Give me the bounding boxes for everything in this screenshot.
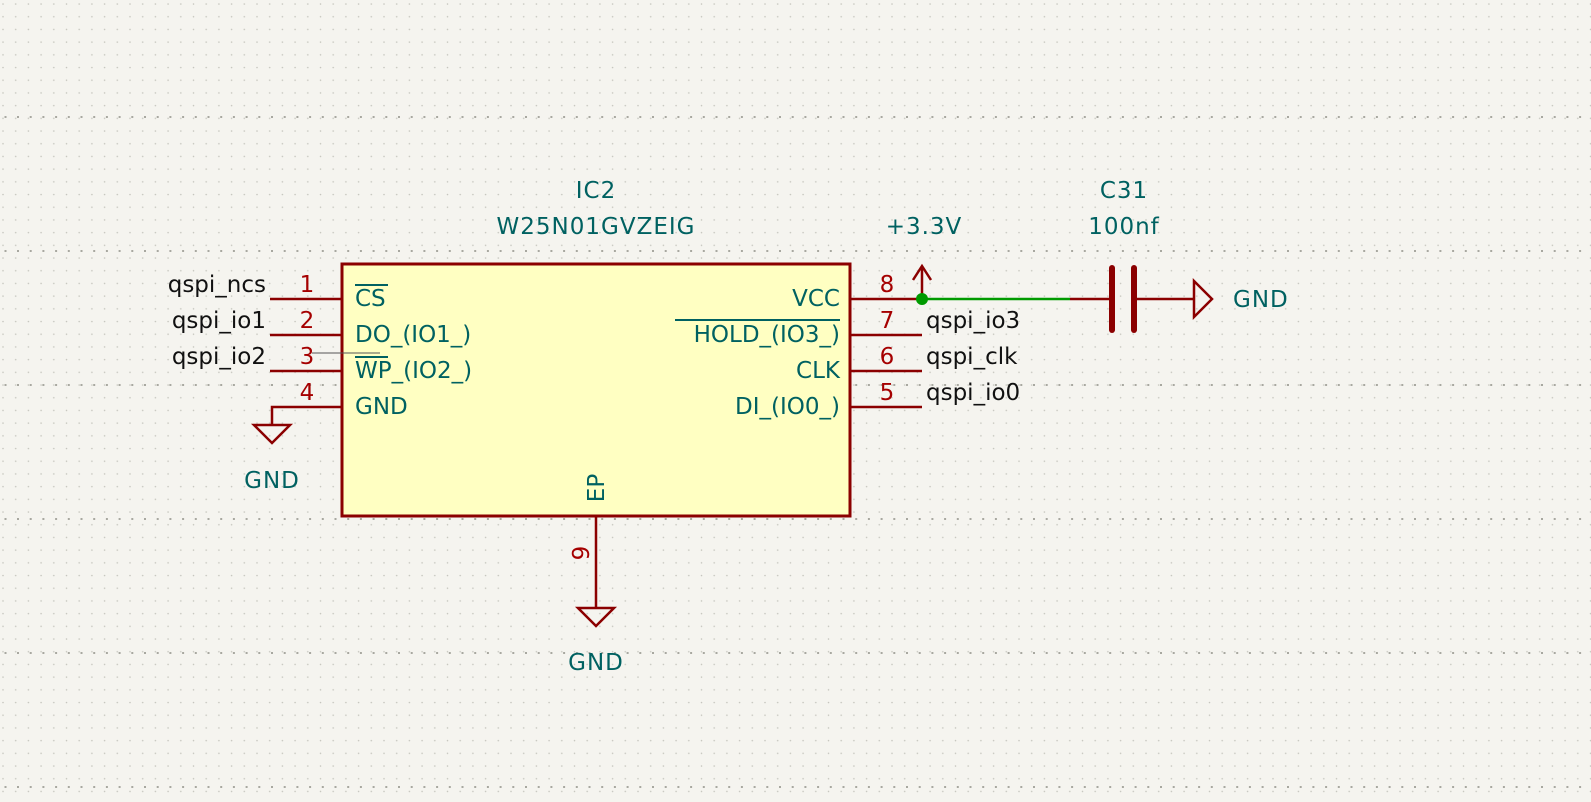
net-label-qspi-io0[interactable]: qspi_io0 [926, 380, 1020, 406]
net-label-qspi-clk[interactable]: qspi_clk [926, 344, 1018, 370]
pin-4-name: GND [355, 394, 408, 420]
ground-icon [574, 606, 618, 628]
pin-8[interactable]: 8 VCC [792, 272, 922, 312]
net-label-qspi-io1[interactable]: qspi_io1 [172, 308, 266, 334]
ground-icon [250, 423, 294, 445]
ic2-reference[interactable]: IC2 [576, 178, 616, 204]
pin-6-name: CLK [796, 358, 841, 384]
pin-7-number: 7 [880, 308, 895, 334]
pin-5-number: 5 [880, 380, 895, 406]
net-label-qspi-io3[interactable]: qspi_io3 [926, 308, 1020, 334]
pin-1[interactable]: 1 CS qspi_ncs [168, 272, 388, 312]
pin-9-name: EP [584, 474, 610, 503]
pin-6[interactable]: 6 CLK qspi_clk [796, 344, 1018, 384]
pin-5-name: DI_(IO0_) [735, 394, 840, 420]
power-label: +3.3V [886, 214, 963, 240]
pin-3-number: 3 [300, 344, 315, 370]
cap-value[interactable]: 100nf [1088, 214, 1160, 240]
junction-dot[interactable] [916, 293, 928, 305]
pin-4-number: 4 [300, 380, 315, 406]
pin-2-name: DO_(IO1_) [355, 322, 471, 348]
pin-2-number: 2 [300, 308, 315, 334]
pin-1-name: CS [355, 286, 386, 312]
pin-3[interactable]: 3 WP_(IO2_) qspi_io2 [172, 344, 472, 384]
pin-9[interactable]: 9 EP [569, 474, 610, 608]
net-label-qspi-ncs[interactable]: qspi_ncs [168, 272, 266, 298]
gnd-label-cap: GND [1233, 287, 1289, 313]
gnd-label-pin9: GND [568, 650, 624, 676]
cap-reference[interactable]: C31 [1100, 178, 1148, 204]
pin-9-number: 9 [569, 546, 595, 561]
pin-7-name: HOLD_(IO3_) [694, 322, 840, 348]
pin-1-number: 1 [300, 272, 315, 298]
ic2-value[interactable]: W25N01GVZEIG [497, 214, 696, 240]
pin-7[interactable]: 7 HOLD_(IO3_) qspi_io3 [675, 308, 1020, 348]
pin-4[interactable]: 4 GND [270, 380, 408, 425]
pin-2[interactable]: 2 DO_(IO1_) qspi_io1 [172, 308, 471, 348]
gnd-label-pin4: GND [244, 468, 300, 494]
pin-4-line [270, 405, 342, 425]
pin-8-number: 8 [880, 272, 895, 298]
net-label-qspi-io2[interactable]: qspi_io2 [172, 344, 266, 370]
power-symbol-3v3[interactable]: +3.3V [886, 214, 963, 299]
gnd-symbol-cap[interactable]: GND [1192, 277, 1289, 321]
pin-5[interactable]: 5 DI_(IO0_) qspi_io0 [735, 380, 1020, 420]
capacitor-c31[interactable]: C31 100nf [1070, 178, 1194, 333]
pin-6-number: 6 [880, 344, 895, 370]
pin-3-name: WP_(IO2_) [355, 358, 472, 384]
gnd-symbol-pin4[interactable]: GND [244, 423, 300, 494]
pin-8-name: VCC [792, 286, 840, 312]
ground-icon [1192, 277, 1214, 321]
ic2-symbol[interactable]: IC2 W25N01GVZEIG [340, 178, 852, 518]
power-arrow-icon [911, 263, 933, 281]
gnd-symbol-pin9[interactable]: GND [568, 606, 624, 676]
